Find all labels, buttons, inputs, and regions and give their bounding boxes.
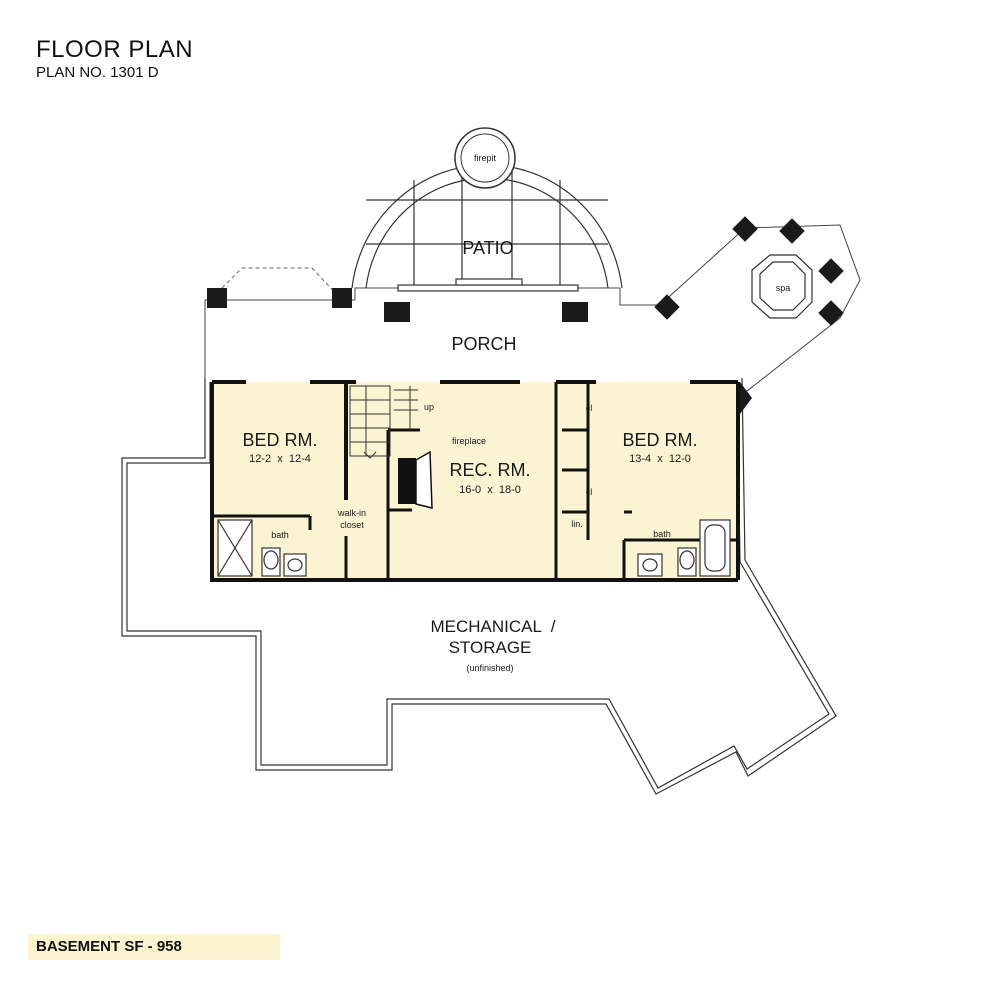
basement-area: BASEMENT SF - 958 (36, 938, 182, 955)
firepit-label: firepit (474, 153, 497, 163)
porch-outline (204, 224, 861, 396)
finished-area-fill (212, 382, 738, 580)
bed-right-dims: 13-4 x 12-0 (629, 453, 691, 465)
plan-number: PLAN NO. 1301 D (36, 64, 159, 81)
footer-bar (28, 934, 280, 960)
porch-label: PORCH (451, 334, 516, 354)
linen-label: lin. (571, 519, 583, 529)
bath-right-label: bath (653, 529, 671, 539)
storage-label: STORAGE (449, 638, 532, 657)
bath-fixtures (217, 519, 731, 577)
foundation-outline (121, 377, 837, 795)
bath-left-label: bath (271, 530, 289, 540)
plan-title: FLOOR PLAN (36, 36, 194, 63)
spa-label: spa (776, 283, 791, 293)
rec-dims: 16-0 x 18-0 (459, 484, 521, 496)
rec-name: REC. RM. (450, 460, 531, 480)
fireplace-unit (398, 450, 433, 509)
closet-label-2: cl (586, 487, 593, 497)
walls (210, 380, 740, 582)
mechanical-label: MECHANICAL / (430, 617, 555, 636)
columns (207, 216, 844, 414)
closet-label-1: cl (586, 403, 593, 413)
porch-bay-dashed (211, 267, 341, 299)
spa-deck (751, 254, 813, 319)
bed-left-dims: 12-2 x 12-4 (249, 453, 311, 465)
stairs (349, 385, 418, 459)
bed-left-name: BED RM. (242, 430, 317, 450)
walkin-label-1: walk-in (337, 508, 366, 518)
fireplace-label: fireplace (452, 436, 486, 446)
unfinished-label: (unfinished) (466, 663, 513, 673)
firepit-inner (460, 133, 510, 183)
bed-right-name: BED RM. (622, 430, 697, 450)
patio-label: PATIO (462, 238, 513, 258)
walkin-label-2: closet (340, 520, 364, 530)
stair-up-label: up (424, 402, 434, 412)
firepit-circle (454, 127, 516, 189)
